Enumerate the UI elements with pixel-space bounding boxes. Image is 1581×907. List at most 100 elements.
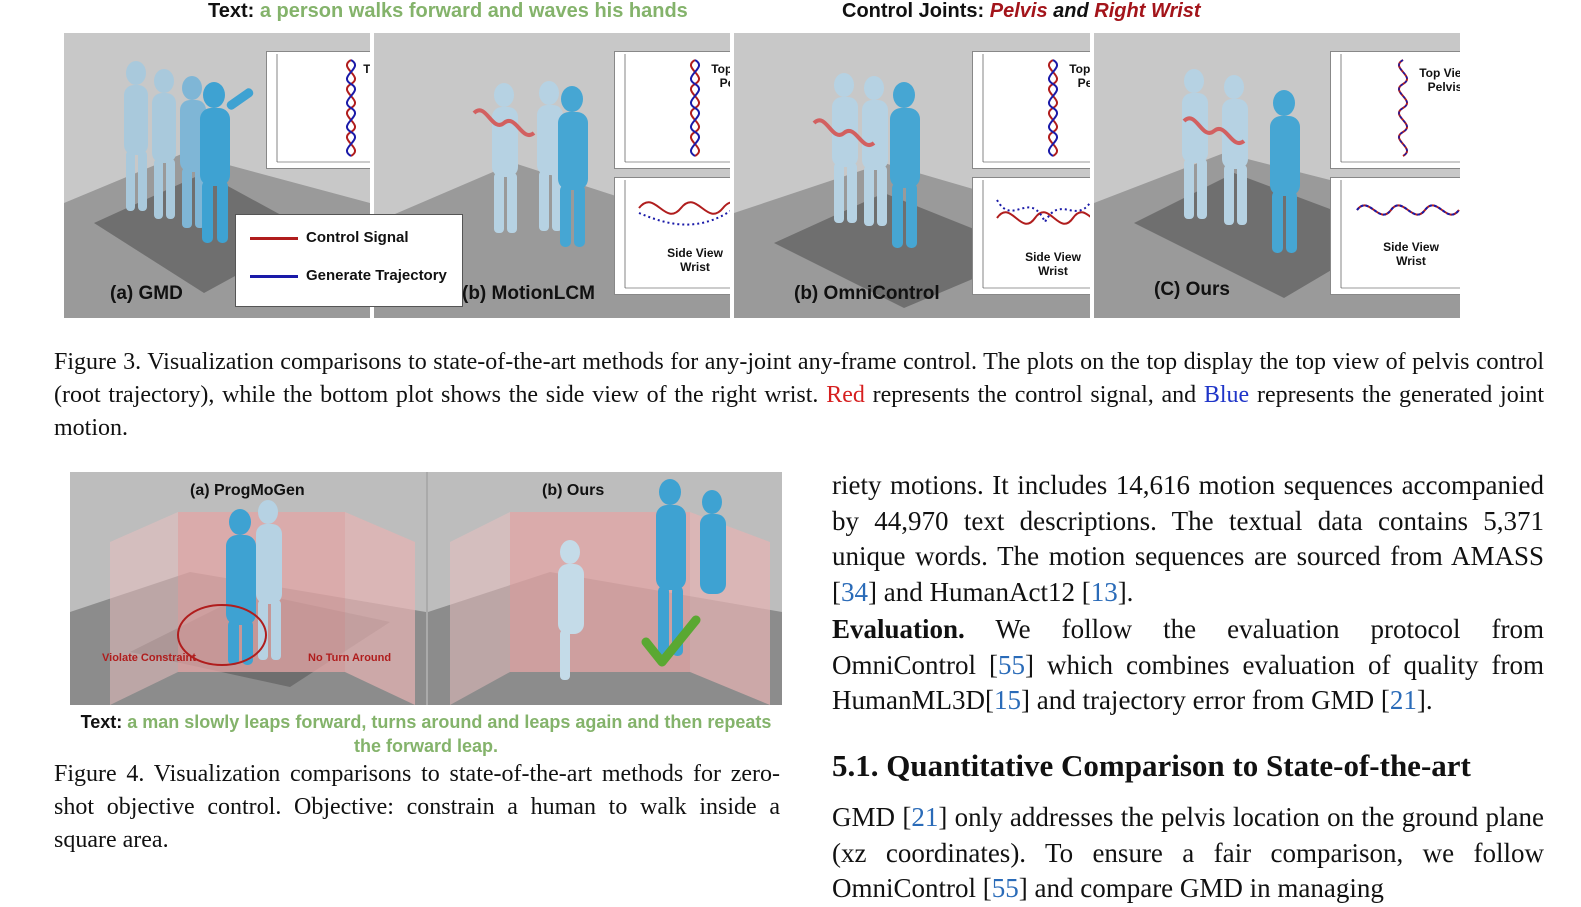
- fig4-scene: [70, 472, 782, 705]
- body-text: ] and compare GMD in managing: [1018, 873, 1384, 903]
- panel-ours: Top View Pelvis Side View Wrist (C) Ours: [1094, 33, 1460, 318]
- evaluation-heading: Evaluation.: [832, 614, 965, 644]
- top-view-text: Top View: [1419, 66, 1460, 80]
- section-title: 5.1. Quantitative Comparison to State-of…: [832, 748, 1471, 783]
- no-turn-around-note: No Turn Around: [308, 652, 392, 664]
- ours-fig4-label: (b) Ours: [542, 482, 605, 499]
- omnicontrol-side-view-plot: Side View Wrist: [972, 177, 1090, 295]
- caption-text: represents the control signal, and: [872, 382, 1197, 408]
- motionlcm-top-view-chart: [624, 54, 730, 163]
- fig4-text-value: a man slowly leaps forward, turns around…: [127, 712, 772, 756]
- control-joints-label: Control Joints:: [842, 0, 985, 22]
- pelvis-text: Pelvis: [1427, 80, 1460, 94]
- motionlcm-label: (b) MotionLCM: [462, 283, 595, 304]
- caption-red-word: Red: [826, 382, 865, 408]
- ours-top-view-label: Top View Pelvis: [1413, 66, 1460, 94]
- ours-top-view-chart: [1340, 54, 1460, 163]
- side-view-text: Side View: [1383, 240, 1439, 254]
- fig4-text-prompt: Text: a man slowly leaps forward, turns …: [70, 710, 782, 758]
- text-label: Text:: [208, 0, 255, 22]
- pelvis-text: Pelvis: [359, 76, 370, 90]
- body-text: ] and trajectory error from GMD [: [1020, 685, 1390, 715]
- omnicontrol-top-view-plot: Top View Pelvis: [972, 51, 1090, 169]
- gmd-label: (a) GMD: [110, 283, 183, 304]
- body-text: GMD [: [832, 802, 912, 832]
- control-signal-text: Control Signal: [306, 229, 409, 246]
- body-text-right-column: riety motions. It includes 14,616 motion…: [832, 468, 1544, 719]
- pelvis-text: Pelvis: [1077, 76, 1090, 90]
- control-signal-swatch: [250, 236, 298, 240]
- legend-generate-trajectory: Generate Trajectory: [250, 267, 447, 287]
- panel-divider: [1090, 33, 1094, 318]
- motionlcm-top-view-plot: Top View Pelvis: [614, 51, 730, 169]
- gmd-top-view-label: Top View Pelvis: [359, 62, 370, 90]
- panel-divider: [370, 33, 374, 318]
- motionlcm-top-view-label: Top View Pelvis: [707, 62, 730, 90]
- body-text: ] and HumanAct12 [: [868, 576, 1091, 607]
- side-view-text: Side View: [667, 246, 723, 260]
- caption-blue-word: Blue: [1203, 382, 1250, 408]
- omnicontrol-side-view-chart: [982, 180, 1090, 289]
- control-joint-right-wrist: Right Wrist: [1094, 0, 1201, 22]
- omnicontrol-side-view-label: Side View Wrist: [1013, 250, 1090, 278]
- ours-side-view-label: Side View Wrist: [1371, 240, 1451, 268]
- figure-3-image: Top View Pelvis (a) GMD: [64, 33, 1460, 318]
- citation-link[interactable]: 21: [911, 802, 939, 832]
- citation-link[interactable]: 55: [991, 873, 1019, 903]
- body-text: ].: [1416, 685, 1433, 715]
- omnicontrol-top-view-chart: [982, 54, 1090, 163]
- motionlcm-side-view-chart: [624, 180, 730, 289]
- control-and: and: [1053, 0, 1089, 22]
- body-text: ] which combines evaluation of quality f…: [832, 649, 1544, 716]
- fig3-text-prompt: Text: a person walks forward and waves h…: [208, 0, 688, 23]
- figure-3-caption: Figure 3. Visualization comparisons to s…: [54, 346, 1544, 445]
- trajectory-legend: Control Signal Generate Trajectory: [235, 214, 463, 307]
- pelvis-text: Pelvis: [719, 76, 730, 90]
- ours-label: (C) Ours: [1154, 279, 1230, 300]
- generate-trajectory-text: Generate Trajectory: [306, 267, 447, 284]
- omnicontrol-top-view-label: Top View Pelvis: [1065, 62, 1090, 90]
- citation-link[interactable]: 21: [1389, 685, 1417, 715]
- violate-constraint-note: Violate Constraint: [102, 652, 196, 664]
- ours-top-view-plot: Top View Pelvis: [1330, 51, 1460, 169]
- citation-link[interactable]: 13: [1090, 576, 1118, 607]
- wrist-text: Wrist: [1038, 264, 1068, 278]
- panel-divider: [730, 33, 734, 318]
- ours-side-view-chart: [1340, 180, 1460, 289]
- side-view-text: Side View: [1025, 250, 1081, 264]
- caption-text: represents the generated joint motion.: [54, 382, 1545, 441]
- wrist-text: Wrist: [1396, 254, 1426, 268]
- progmogen-label: (a) ProgMoGen: [190, 482, 305, 499]
- ours-side-view-plot: Side View Wrist: [1330, 177, 1460, 295]
- gmd-top-view-plot: Top View Pelvis: [266, 51, 370, 169]
- body-text: ].: [1117, 576, 1134, 607]
- figure-3-header: Text: a person walks forward and waves h…: [0, 0, 1581, 28]
- dataset-paragraph: riety motions. It includes 14,616 motion…: [832, 468, 1544, 610]
- citation-link[interactable]: 55: [998, 649, 1026, 680]
- gmd-top-view-chart: [276, 54, 370, 163]
- legend-control-signal: Control Signal: [250, 229, 409, 249]
- body-text: We follow the evaluation protocol from O…: [832, 614, 1545, 680]
- omnicontrol-label: (b) OmniControl: [794, 283, 940, 304]
- figure-4-caption: Figure 4. Visualization comparisons to s…: [54, 761, 780, 853]
- body-text: riety motions. It includes 14,616 motion…: [832, 470, 1544, 607]
- figure-4-image: (a) ProgMoGen (b) Ours Violate Constrain…: [70, 472, 782, 705]
- generate-trajectory-swatch: [250, 274, 298, 278]
- evaluation-paragraph: Evaluation. We follow the evaluation pro…: [832, 612, 1544, 719]
- control-joint-pelvis: Pelvis: [989, 0, 1048, 22]
- section-body-text: GMD [21] only addresses the pelvis locat…: [832, 800, 1544, 907]
- motionlcm-side-view-plot: Side View Wrist: [614, 177, 730, 295]
- gmd-paragraph: GMD [21] only addresses the pelvis locat…: [832, 800, 1544, 907]
- panel-omnicontrol: Top View Pelvis Side View Wrist (b) Omni…: [734, 33, 1090, 318]
- panel-motionlcm: Top View Pelvis Side View Wrist (b) Moti…: [374, 33, 730, 318]
- caption-text: Figure 3. Visualization comparisons to s…: [54, 349, 1544, 408]
- top-view-text: Top View: [363, 62, 370, 76]
- citation-link[interactable]: 34: [841, 576, 868, 607]
- citation-link[interactable]: 15: [993, 685, 1021, 715]
- top-view-text: Top View: [711, 62, 730, 76]
- wrist-text: Wrist: [680, 260, 710, 274]
- motionlcm-side-view-label: Side View Wrist: [655, 246, 730, 274]
- fig4-text-label: Text:: [80, 712, 123, 732]
- text-prompt-value: a person walks forward and waves his han…: [259, 0, 688, 22]
- fig3-control-joints: Control Joints: Pelvis and Right Wrist: [842, 0, 1201, 23]
